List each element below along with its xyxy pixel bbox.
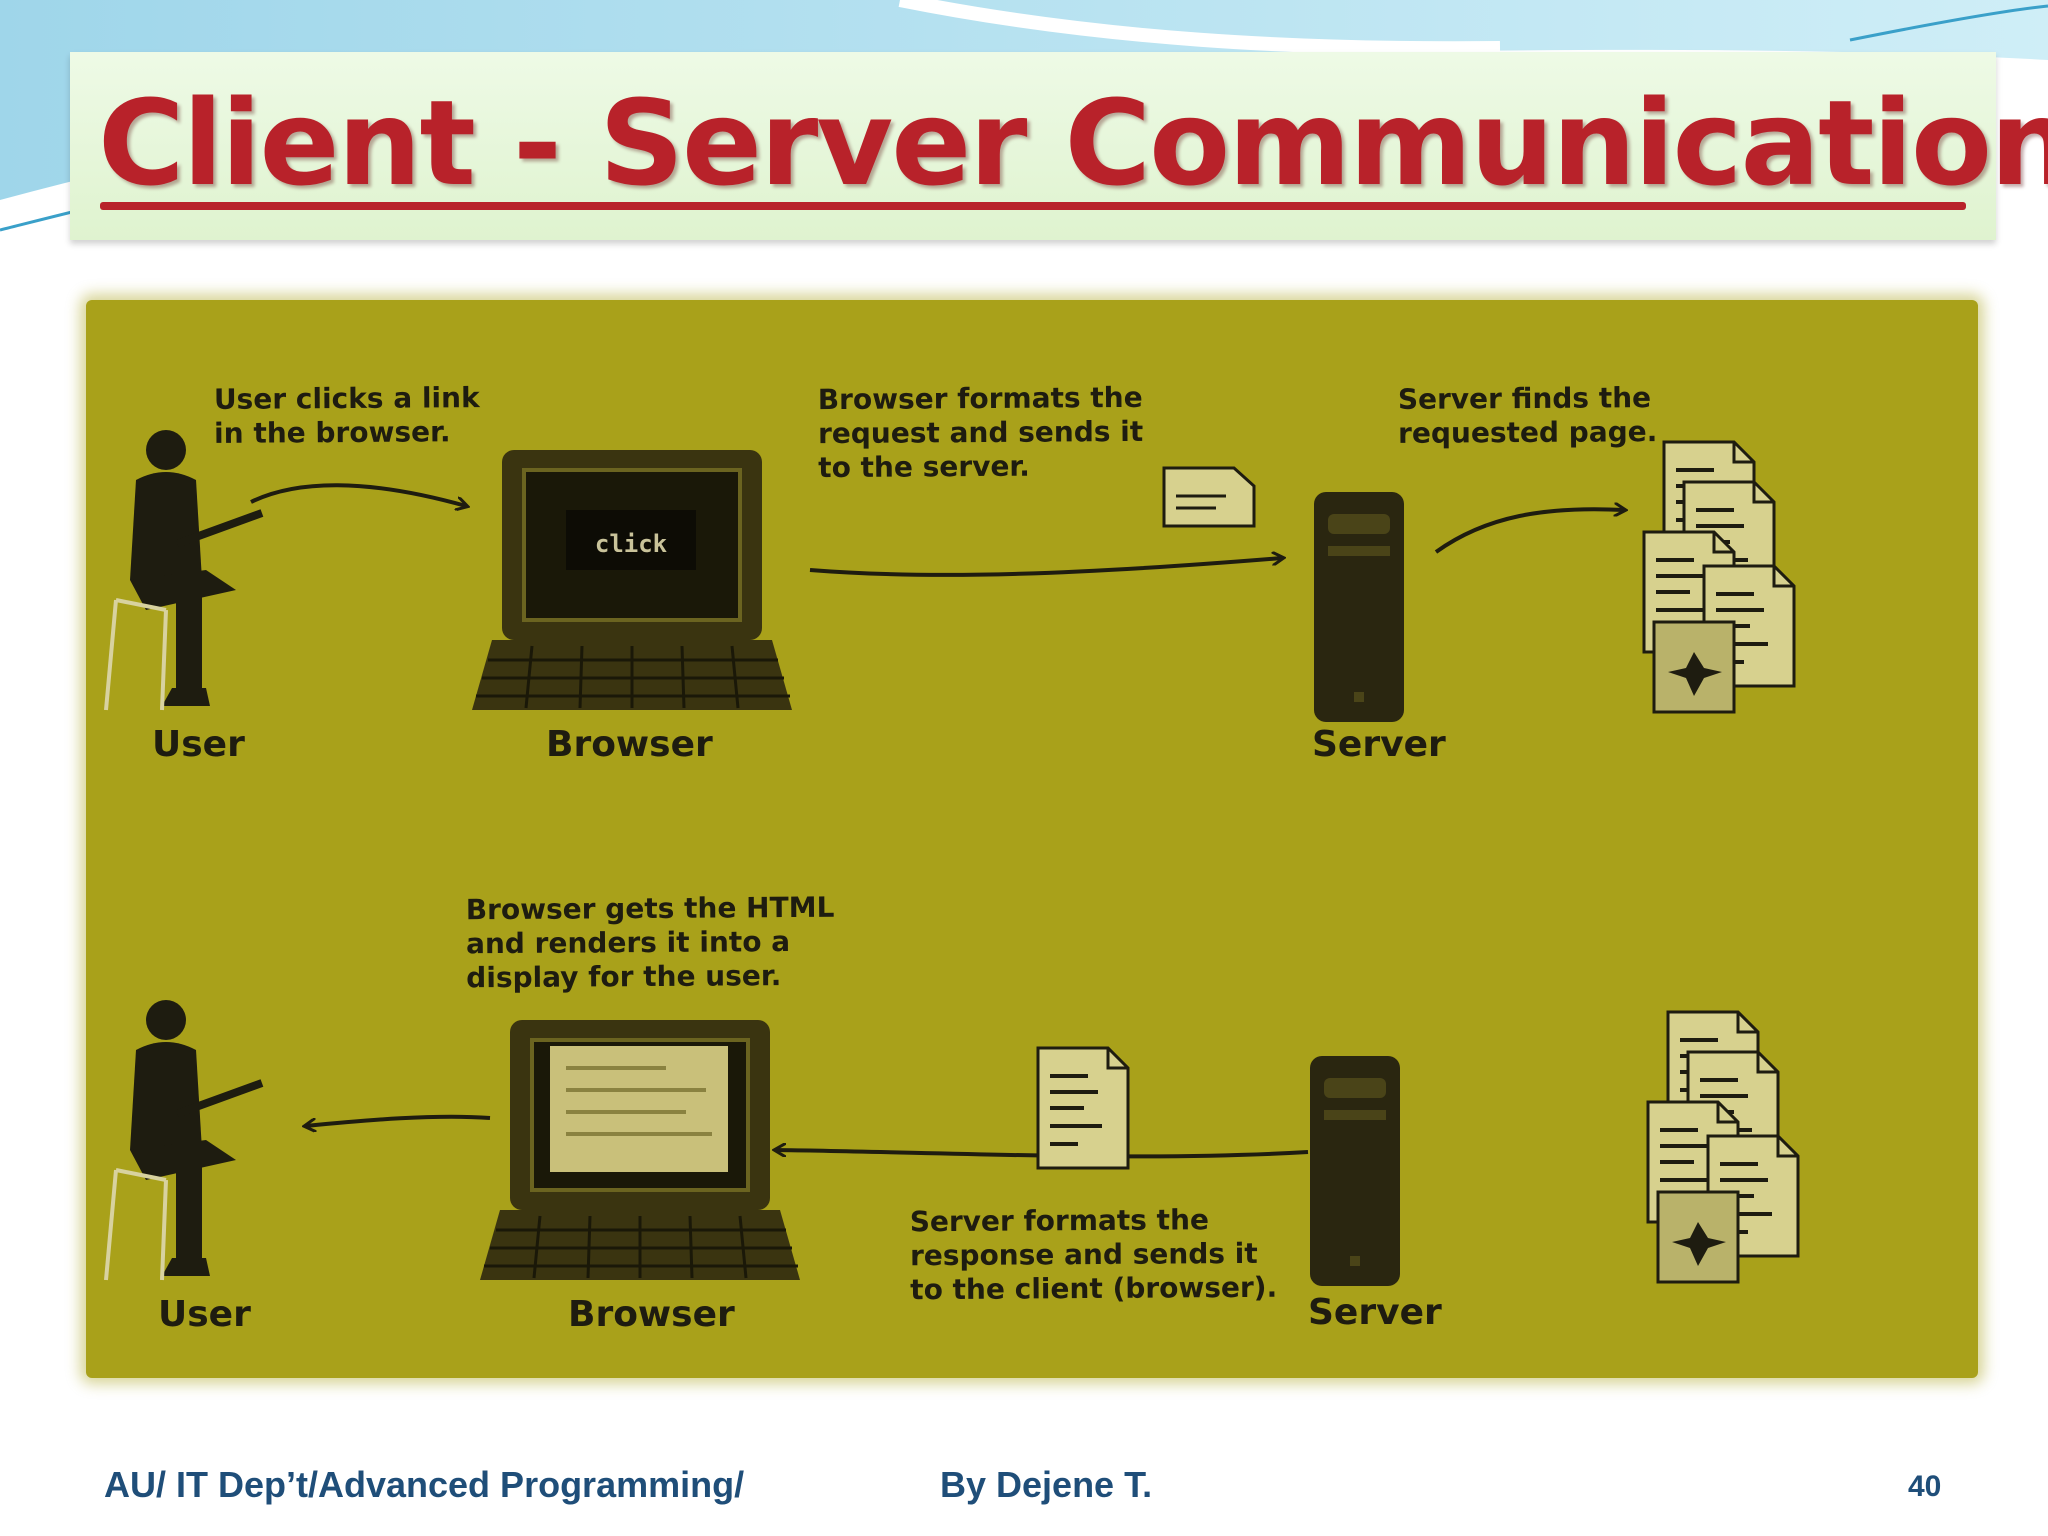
request-envelope-icon <box>1162 466 1256 528</box>
title-bar: Client - Server Communication <box>70 52 2048 240</box>
bottom-page-stack-icon <box>1648 1012 1798 1282</box>
label-top-server: Server <box>1312 724 1446 765</box>
label-top-browser: Browser <box>546 724 713 765</box>
slide-title: Client - Server Communication <box>98 74 2048 212</box>
arrow-browser-to-user <box>306 1114 491 1126</box>
caption-browser-renders-html: Browser gets the HTML and renders it int… <box>465 890 835 995</box>
caption-server-sends-response: Server formats the response and sends it… <box>909 1203 1278 1307</box>
title-underline <box>100 202 1966 210</box>
arrow-browser-to-server <box>809 558 1282 577</box>
arrow-user-to-browser <box>250 483 466 506</box>
caption-server-finds-page: Server finds the requested page. <box>1397 381 1658 450</box>
top-user-figure <box>104 428 266 712</box>
diagram-illustrations: click <box>104 428 1978 1286</box>
label-bottom-server: Server <box>1308 1292 1442 1333</box>
top-server-tower-icon <box>1314 492 1404 722</box>
client-server-diagram: click User clicks a link in the browser.… <box>86 300 1978 1378</box>
response-document-icon <box>1036 1046 1130 1170</box>
bottom-user-figure <box>104 998 266 1282</box>
caption-user-clicks-link: User clicks a link in the browser. <box>213 381 480 450</box>
bottom-server-tower-icon <box>1310 1056 1400 1286</box>
label-bottom-user: User <box>158 1294 251 1335</box>
label-top-user: User <box>152 724 245 765</box>
footer-course: AU/ IT Dep’t/Advanced Programming/ <box>104 1464 745 1505</box>
label-bottom-browser: Browser <box>568 1294 735 1335</box>
arrow-server-to-pages <box>1434 509 1624 554</box>
screen-click-text: click <box>595 530 668 558</box>
caption-browser-sends-request: Browser formats the request and sends it… <box>817 380 1144 485</box>
page-number: 40 <box>1908 1470 1942 1503</box>
top-browser-computer-icon <box>470 448 794 712</box>
top-page-stack-icon <box>1644 442 1794 712</box>
footer-author: By Dejene T. <box>940 1464 1153 1505</box>
